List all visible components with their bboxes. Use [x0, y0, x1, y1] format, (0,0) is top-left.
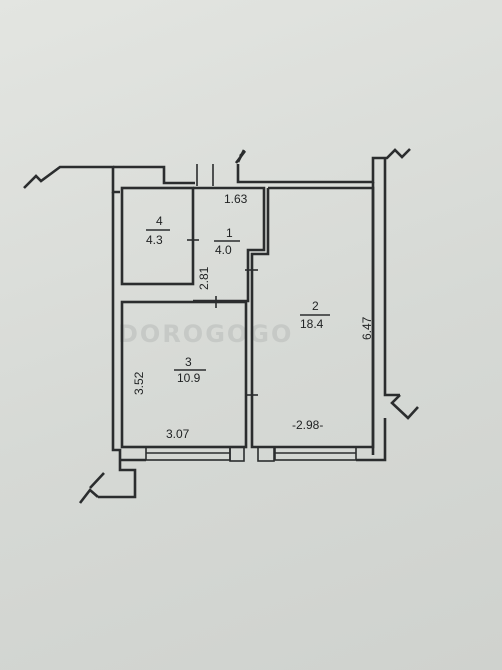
room-2-number: 2 — [312, 299, 319, 313]
room-2-area: 18.4 — [300, 317, 324, 331]
dimension-1-63: 1.63 — [224, 192, 248, 206]
room-3-number: 3 — [185, 355, 192, 369]
door-markers — [187, 234, 258, 396]
room-1-area: 4.0 — [215, 243, 232, 257]
dimension-2-81: 2.81 — [197, 266, 211, 290]
dimension-2-98: -2.98- — [292, 418, 323, 432]
room-4-number: 4 — [156, 214, 163, 228]
dimension-6-47: 6.47 — [360, 316, 374, 340]
window-room-3 — [145, 446, 231, 461]
room-3-area: 10.9 — [177, 371, 201, 385]
dimension-3-07: 3.07 — [166, 427, 190, 441]
window-frame-middle — [229, 446, 275, 462]
room-4-area: 4.3 — [146, 233, 163, 247]
room-1-number: 1 — [226, 226, 233, 240]
room-2-outline — [250, 186, 375, 449]
dimension-3-52: 3.52 — [132, 371, 146, 395]
room-3-outline — [120, 300, 248, 449]
window-room-2 — [274, 446, 357, 461]
watermark: DOROGOGO — [118, 320, 293, 348]
